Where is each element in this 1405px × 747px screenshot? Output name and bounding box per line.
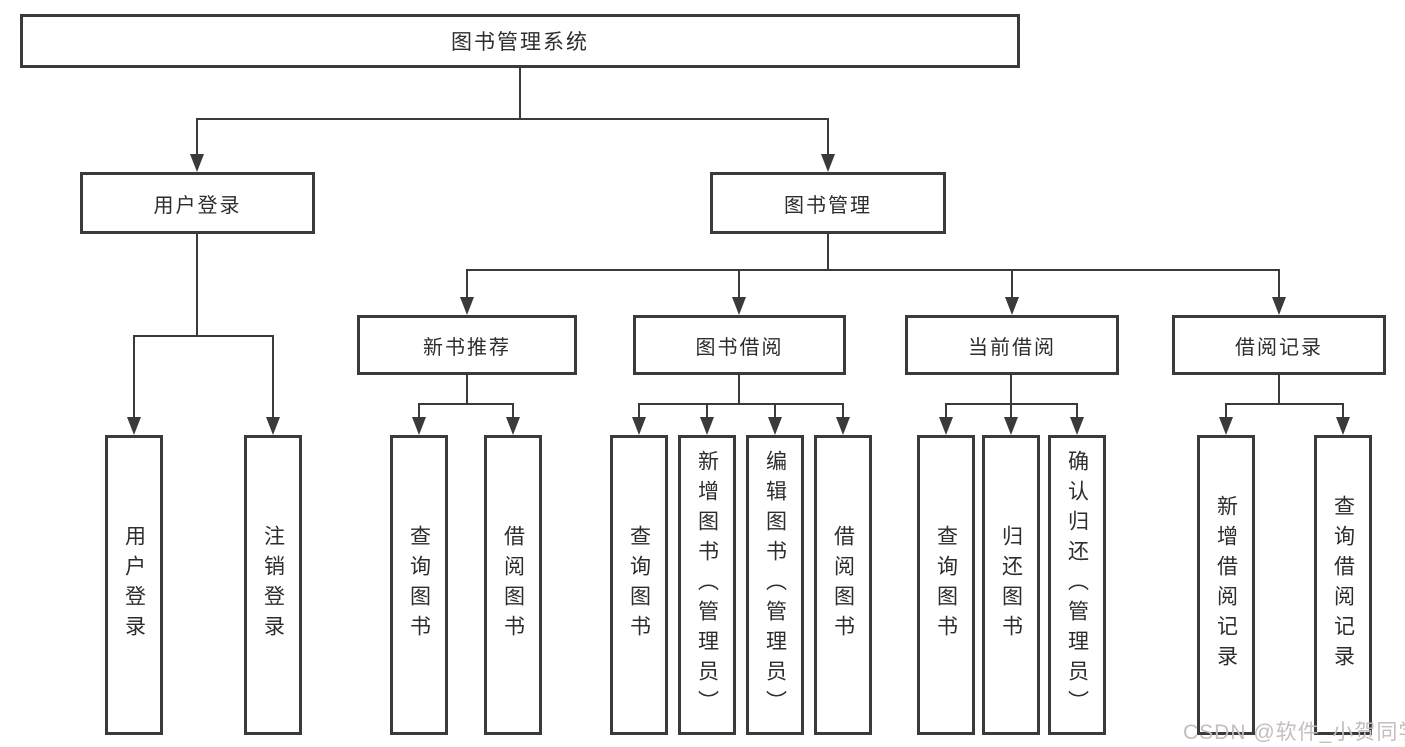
node-borrow-records-label: 借阅记录 [1235, 336, 1323, 359]
connector-line [133, 335, 135, 419]
leaf-query-books-recommend: 查询图书 [390, 435, 448, 735]
leaf-return-books: 归还图书 [982, 435, 1040, 735]
connector-line [945, 403, 947, 419]
leaf-borrow-books-recommend: 借阅图书 [484, 435, 542, 735]
watermark: CSDN @软件_小贺同学 [1183, 721, 1405, 744]
connector-line [1011, 269, 1013, 299]
connector-line [1342, 403, 1344, 419]
leaf-query-books-current-label: 查询图书 [934, 525, 958, 645]
connector-line [706, 403, 708, 419]
leaf-add-borrow-record: 新增借阅记录 [1197, 435, 1255, 735]
leaf-user-login: 用户登录 [105, 435, 163, 735]
connector-arrow [266, 417, 280, 435]
leaf-confirm-return-admin-label: 确认归还（管理员） [1065, 450, 1089, 720]
connector-line [466, 269, 1280, 271]
leaf-add-books-admin: 新增图书（管理员） [678, 435, 736, 735]
connector-arrow [939, 417, 953, 435]
connector-arrow [632, 417, 646, 435]
leaf-query-books-borrow: 查询图书 [610, 435, 668, 735]
connector-line [738, 375, 740, 405]
leaf-confirm-return-admin: 确认归还（管理员） [1048, 435, 1106, 735]
connector-arrow [1005, 297, 1019, 315]
node-current-borrow-label: 当前借阅 [968, 336, 1056, 359]
connector-line [827, 234, 829, 271]
connector-arrow [836, 417, 850, 435]
leaf-query-books-borrow-label: 查询图书 [627, 525, 651, 645]
connector-line [774, 403, 776, 419]
leaf-add-borrow-record-label: 新增借阅记录 [1214, 495, 1238, 675]
connector-line [842, 403, 844, 419]
connector-line [1225, 403, 1344, 405]
node-new-book-recommend-label: 新书推荐 [423, 336, 511, 359]
connector-arrow [506, 417, 520, 435]
connector-line [638, 403, 640, 419]
connector-arrow [1004, 417, 1018, 435]
connector-arrow [1070, 417, 1084, 435]
connector-line [466, 375, 468, 405]
connector-arrow [190, 154, 204, 172]
connector-line [1010, 375, 1012, 405]
connector-line [1278, 269, 1280, 299]
leaf-add-books-admin-label: 新增图书（管理员） [695, 450, 719, 720]
connector-line [738, 269, 740, 299]
leaf-edit-books-admin-label: 编辑图书（管理员） [763, 450, 787, 720]
connector-arrow [821, 154, 835, 172]
connector-arrow [1219, 417, 1233, 435]
connector-line [638, 403, 844, 405]
connector-line [133, 335, 274, 337]
connector-line [196, 118, 829, 120]
leaf-edit-books-admin: 编辑图书（管理员） [746, 435, 804, 735]
node-borrow-records: 借阅记录 [1172, 315, 1386, 375]
connector-line [418, 403, 420, 419]
connector-arrow [732, 297, 746, 315]
connector-arrow [460, 297, 474, 315]
node-book-management: 图书管理 [710, 172, 946, 234]
connector-line [418, 403, 514, 405]
node-book-management-label: 图书管理 [784, 194, 872, 217]
connector-line [827, 118, 829, 158]
connector-arrow [700, 417, 714, 435]
node-user-login: 用户登录 [80, 172, 315, 234]
connector-arrow [412, 417, 426, 435]
connector-line [1010, 403, 1012, 419]
connector-line [196, 234, 198, 337]
node-user-login-label: 用户登录 [153, 194, 242, 217]
leaf-return-books-label: 归还图书 [999, 525, 1023, 645]
connector-line [272, 335, 274, 419]
leaf-borrow-books-label: 借阅图书 [831, 525, 855, 645]
connector-line [466, 269, 468, 299]
node-current-borrow: 当前借阅 [905, 315, 1119, 375]
connector-line [1225, 403, 1227, 419]
connector-line [512, 403, 514, 419]
connector-arrow [1336, 417, 1350, 435]
leaf-logout: 注销登录 [244, 435, 302, 735]
connector-line [1278, 375, 1280, 405]
node-root: 图书管理系统 [20, 14, 1020, 68]
leaf-logout-label: 注销登录 [261, 525, 285, 645]
connector-line [1076, 403, 1078, 419]
connector-line [519, 68, 521, 120]
connector-line [196, 118, 198, 158]
connector-arrow [1272, 297, 1286, 315]
node-book-borrow: 图书借阅 [633, 315, 846, 375]
leaf-query-borrow-record: 查询借阅记录 [1314, 435, 1372, 735]
connector-arrow [127, 417, 141, 435]
leaf-query-borrow-record-label: 查询借阅记录 [1331, 495, 1355, 675]
node-book-borrow-label: 图书借阅 [695, 336, 784, 359]
leaf-query-books-current: 查询图书 [917, 435, 975, 735]
leaf-user-login-label: 用户登录 [122, 525, 146, 645]
node-root-label: 图书管理系统 [451, 31, 589, 54]
leaf-borrow-books-recommend-label: 借阅图书 [501, 525, 525, 645]
node-new-book-recommend: 新书推荐 [357, 315, 577, 375]
connector-arrow [768, 417, 782, 435]
leaf-borrow-books: 借阅图书 [814, 435, 872, 735]
leaf-query-books-recommend-label: 查询图书 [407, 525, 431, 645]
